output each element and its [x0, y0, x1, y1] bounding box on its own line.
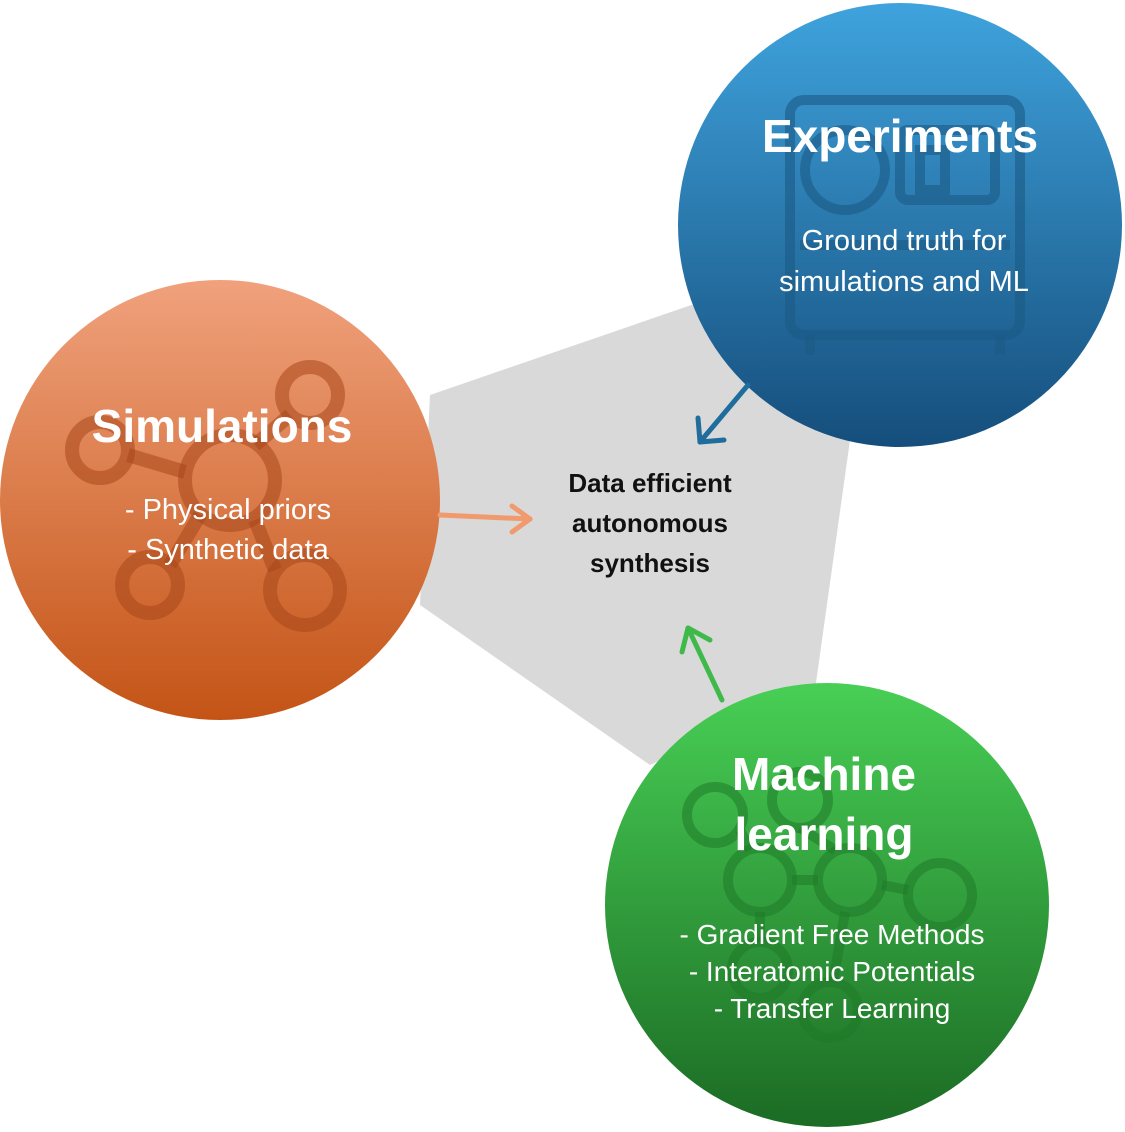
machine-learning-node: Machine learning - Gradient Free Methods… — [605, 683, 1049, 1127]
machine-learning-title-line-2: learning — [735, 808, 914, 860]
machine-learning-line-1: - Gradient Free Methods — [679, 919, 984, 950]
molecule-icon — [65, 360, 347, 632]
experiments-node: Experiments Ground truth for simulations… — [678, 3, 1122, 447]
arrow-machine-learning — [679, 625, 725, 703]
center-label: Data efficient autonomous synthesis — [568, 468, 732, 578]
experiments-title: Experiments — [762, 110, 1038, 162]
center-line-1: Data efficient — [568, 468, 732, 498]
center-triangle — [420, 290, 850, 765]
machine-learning-line-3: - Transfer Learning — [714, 993, 951, 1024]
machine-learning-line-2: - Interatomic Potentials — [689, 956, 975, 987]
center-line-3: synthesis — [590, 548, 710, 578]
network-icon — [682, 767, 977, 1043]
machine-learning-title-line-1: Machine — [732, 748, 916, 800]
center-line-2: autonomous — [572, 508, 728, 538]
simulations-line-2: - Synthetic data — [127, 534, 329, 566]
simulations-node: Simulations - Physical priors - Syntheti… — [0, 280, 440, 720]
experiments-line-1: Ground truth for — [802, 225, 1007, 257]
arrow-simulations — [437, 503, 533, 535]
arrow-experiments — [695, 382, 751, 445]
simulations-line-1: - Physical priors — [125, 494, 331, 526]
experiments-line-2: simulations and ML — [779, 266, 1029, 298]
simulations-title: Simulations — [92, 400, 353, 452]
lab-equipment-icon — [785, 95, 1025, 355]
